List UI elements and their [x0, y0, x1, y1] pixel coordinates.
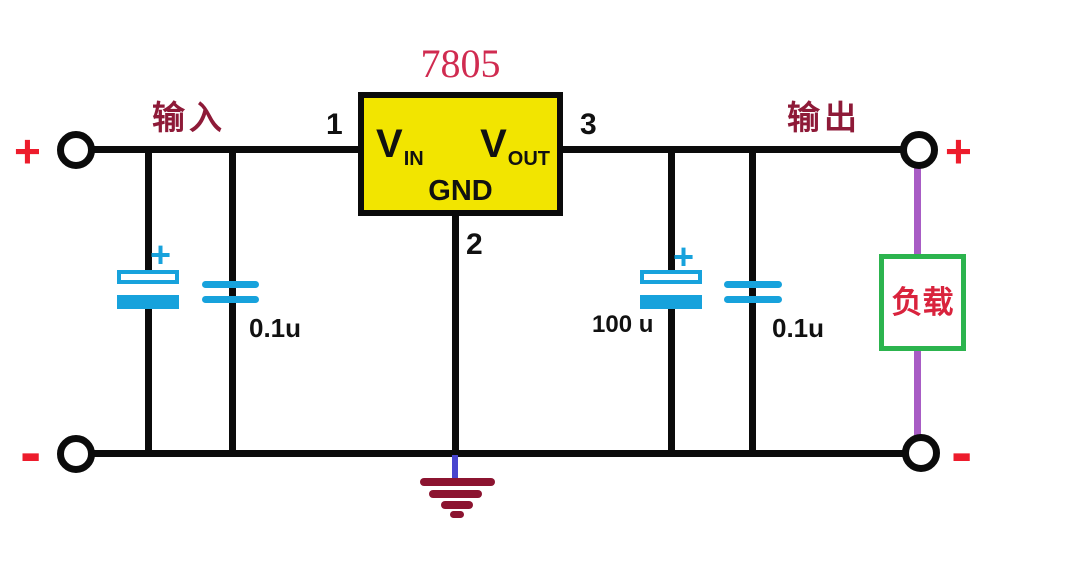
output-bypass-cap-value: 0.1u [772, 313, 825, 343]
ground-bar-1 [420, 478, 495, 486]
wire-top-left [92, 146, 360, 153]
wire-top-right [561, 146, 902, 153]
wire-input-bulk-bottom [145, 308, 152, 455]
terminal-input-positive [57, 131, 95, 169]
terminal-output-positive [900, 131, 938, 169]
input-plus-sign: + [14, 125, 41, 177]
ground-bar-4 [450, 511, 464, 518]
load-label: 负载 [891, 285, 954, 320]
wire-output-bulk-bottom [668, 308, 675, 455]
load-box: 负载 [879, 254, 966, 351]
gnd-label: GND [428, 175, 493, 207]
input-bulk-cap-plus: + [150, 234, 172, 275]
input-bulk-cap-bottom-plate [117, 295, 179, 309]
output-bulk-cap-top-plate [640, 270, 702, 284]
input-bulk-cap-top-plate [117, 270, 179, 284]
output-bulk-cap-value: 100 u [592, 311, 654, 338]
output-bypass-cap-bottom-plate [724, 296, 782, 303]
input-bypass-cap-bottom-plate [202, 296, 259, 303]
output-bypass-cap-top-plate [724, 281, 782, 288]
pin-3-label: 3 [580, 108, 597, 141]
ground-bar-2 [429, 490, 482, 498]
wire-load-top [914, 168, 921, 258]
wire-load-bottom [914, 348, 921, 438]
terminal-output-negative [902, 434, 940, 472]
vout-label: VOUT [480, 122, 550, 170]
wire-input-bulk-top [145, 150, 152, 272]
vin-label: VIN [376, 122, 424, 170]
input-label: 输入 [152, 101, 226, 137]
regulator-part-number: 7805 [420, 41, 501, 86]
ground-stub [452, 455, 458, 479]
pin-2-label: 2 [466, 228, 483, 261]
input-bypass-cap-value: 0.1u [249, 313, 302, 343]
wire-bottom [92, 450, 905, 457]
input-minus-sign: - [20, 416, 42, 488]
ground-bar-3 [441, 501, 473, 509]
pin-1-label: 1 [326, 108, 343, 141]
output-plus-sign: + [945, 125, 972, 177]
terminal-input-negative [57, 435, 95, 473]
output-bulk-cap-plus: + [673, 236, 695, 277]
output-label: 输出 [787, 101, 861, 137]
input-bypass-cap-top-plate [202, 281, 259, 288]
wire-gnd-pin [452, 212, 459, 455]
output-bulk-cap-bottom-plate [640, 295, 702, 309]
output-minus-sign: - [951, 416, 973, 488]
regulator-7805-body: VIN VOUT GND [358, 92, 563, 216]
wire-output-bulk-top [668, 150, 675, 272]
